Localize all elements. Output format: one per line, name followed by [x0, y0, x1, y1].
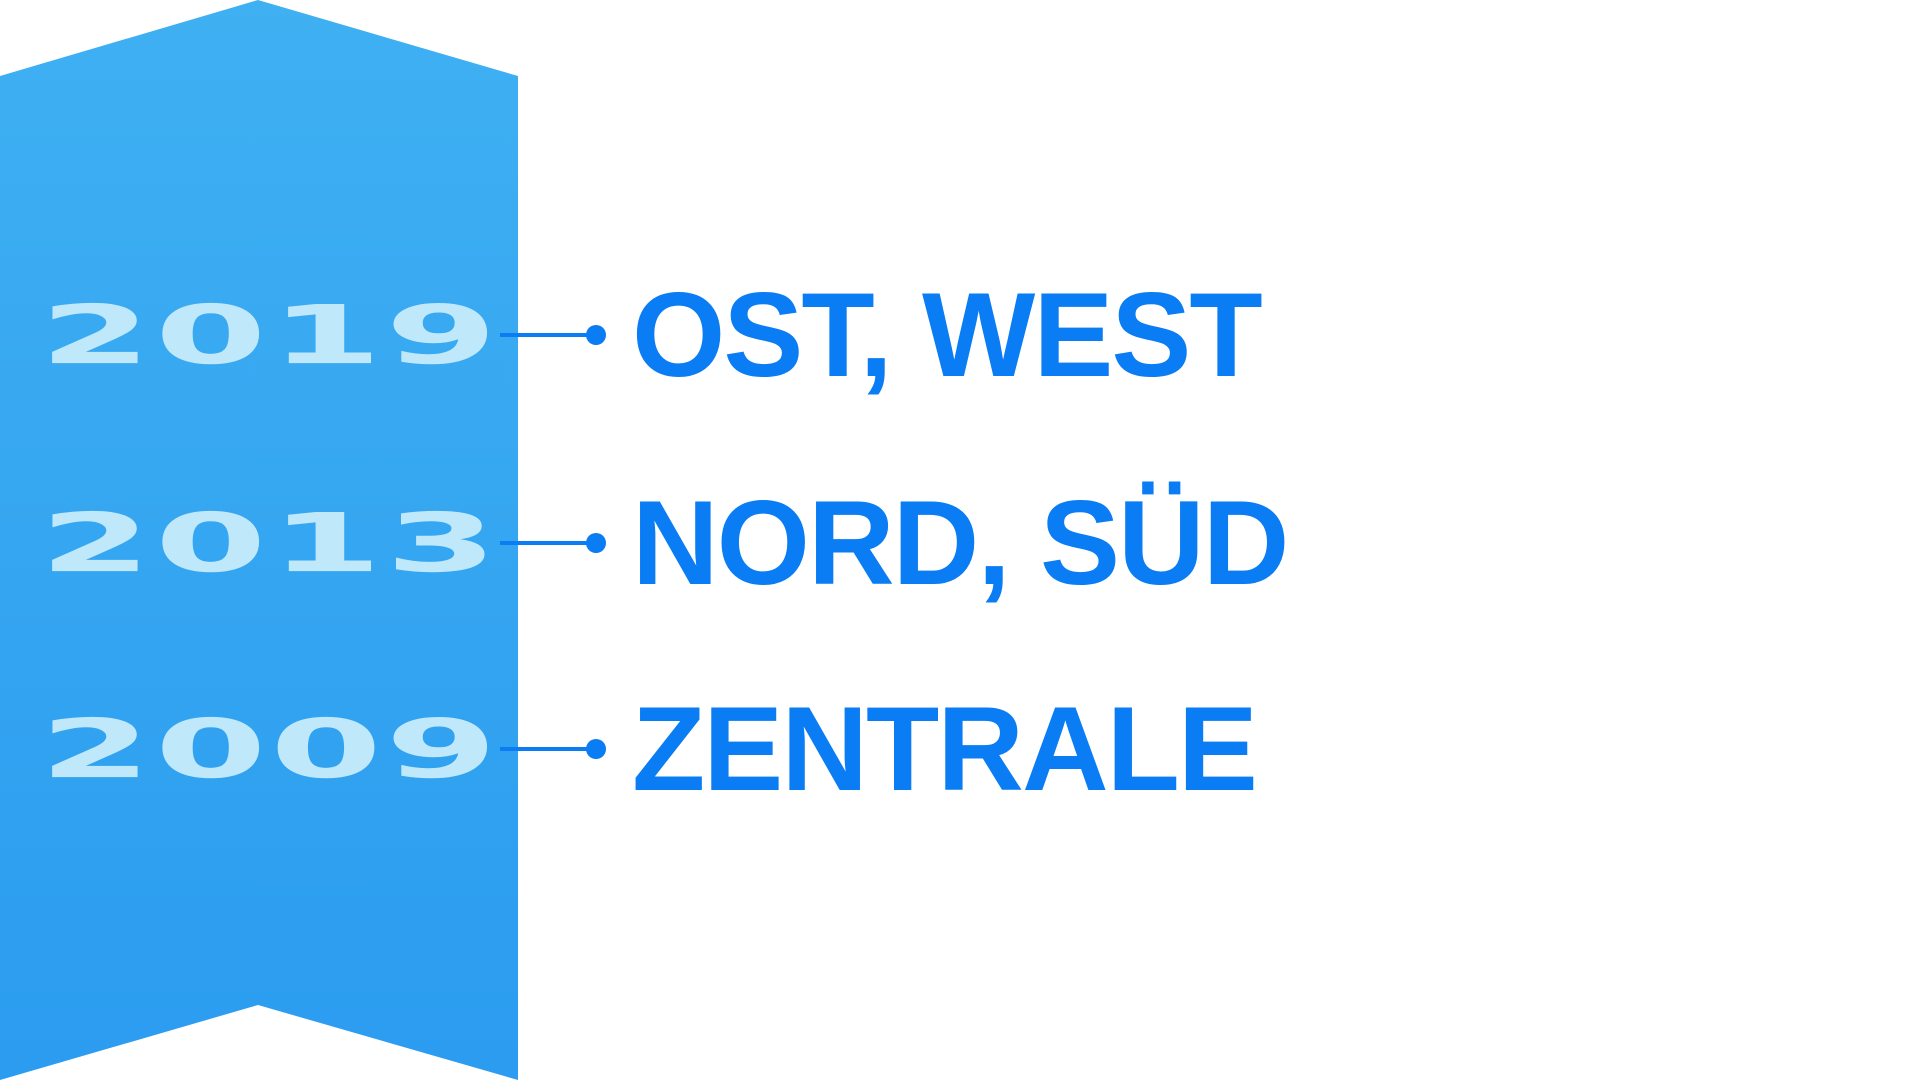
year-label: 2013 — [38, 495, 500, 591]
region-label: OST, WEST — [632, 268, 1263, 402]
connector-line — [500, 739, 606, 759]
region-label: ZENTRALE — [632, 682, 1258, 816]
timeline-row-2009: 2009 ZENTRALE — [0, 682, 1920, 816]
connector-line — [500, 325, 606, 345]
year-label: 2009 — [38, 701, 500, 797]
connector-line — [500, 533, 606, 553]
year-label: 2019 — [38, 287, 500, 383]
timeline-row-2013: 2013 NORD, SÜD — [0, 476, 1920, 610]
region-label: NORD, SÜD — [632, 476, 1289, 610]
timeline-row-2019: 2019 OST, WEST — [0, 268, 1920, 402]
